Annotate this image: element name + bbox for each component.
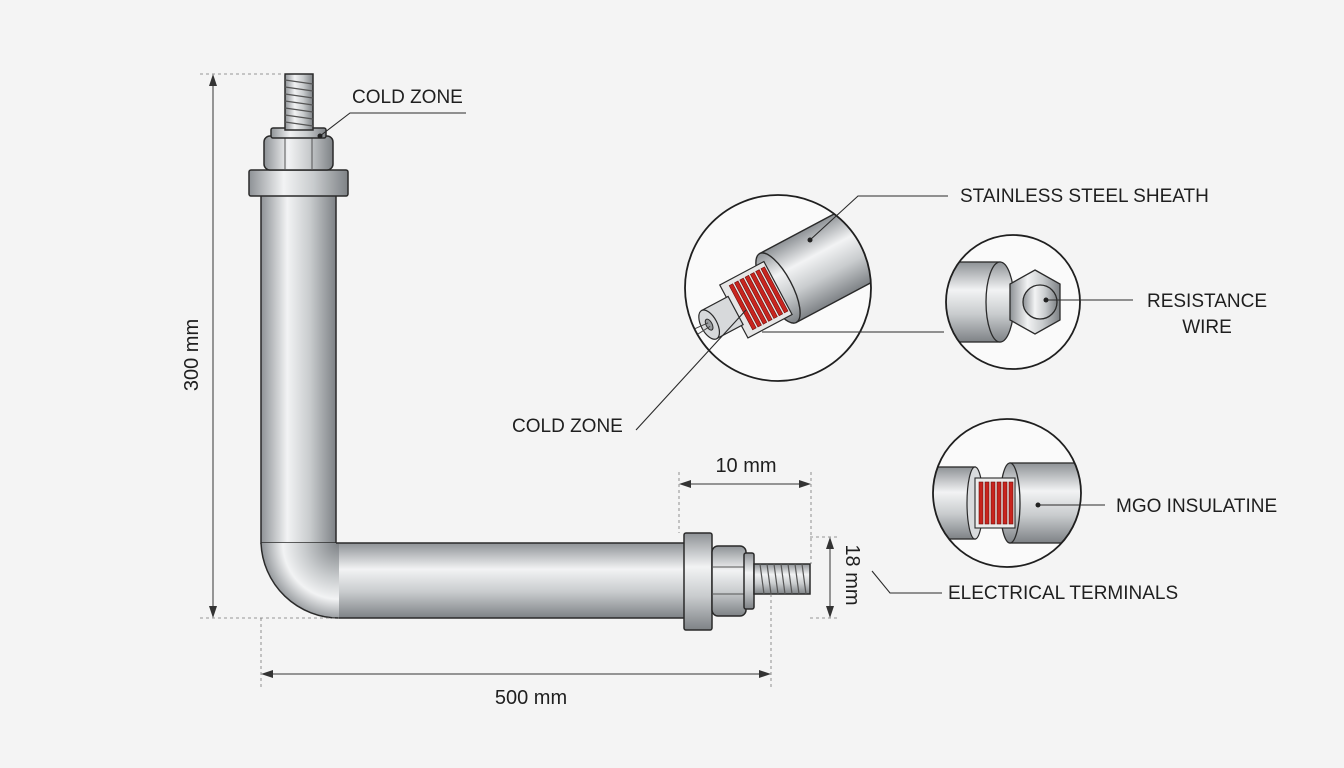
detail-terminal-nut	[945, 234, 1081, 370]
label-electrical-terminals: ELECTRICAL TERMINALS	[948, 583, 1178, 604]
detail-cutaway-sheath	[684, 194, 872, 382]
dimension-height-label: 300 mm	[181, 319, 203, 391]
detail-mgo-insulation	[932, 418, 1082, 568]
dimension-width: 500 mm	[260, 594, 772, 709]
heating-element	[248, 73, 811, 631]
top-terminal-bolt	[284, 73, 314, 131]
top-flange	[248, 169, 349, 197]
top-nut	[263, 135, 334, 171]
dimension-thread-length: 10 mm	[678, 455, 812, 564]
label-cold-zone-top: COLD ZONE	[352, 87, 463, 108]
leader-lines	[317, 112, 1133, 594]
dimension-thread-length-label: 10 mm	[715, 455, 776, 477]
pipe-bend	[261, 543, 339, 618]
dimension-width-label: 500 mm	[495, 687, 567, 709]
right-flange	[683, 532, 713, 631]
dimension-height: 300 mm	[181, 73, 339, 619]
label-stainless-steel-sheath: STAINLESS STEEL SHEATH	[960, 186, 1209, 207]
label-resistance-line1: RESISTANCE	[1147, 291, 1267, 312]
mgo-resistance-coil	[978, 481, 1014, 525]
dimension-diameter-label: 18 mm	[841, 544, 863, 605]
label-mgo-insulation: MGO INSULATINE	[1116, 496, 1277, 517]
right-nut	[711, 545, 747, 617]
vertical-pipe	[260, 192, 337, 544]
label-resistance-line2: WIRE	[1182, 317, 1232, 338]
resistance-coil	[728, 266, 789, 331]
horizontal-pipe	[339, 543, 685, 618]
label-cold-zone-mid: COLD ZONE	[512, 416, 623, 437]
dimension-diameter: 18 mm	[810, 536, 863, 619]
right-terminal-bolt	[753, 563, 811, 595]
